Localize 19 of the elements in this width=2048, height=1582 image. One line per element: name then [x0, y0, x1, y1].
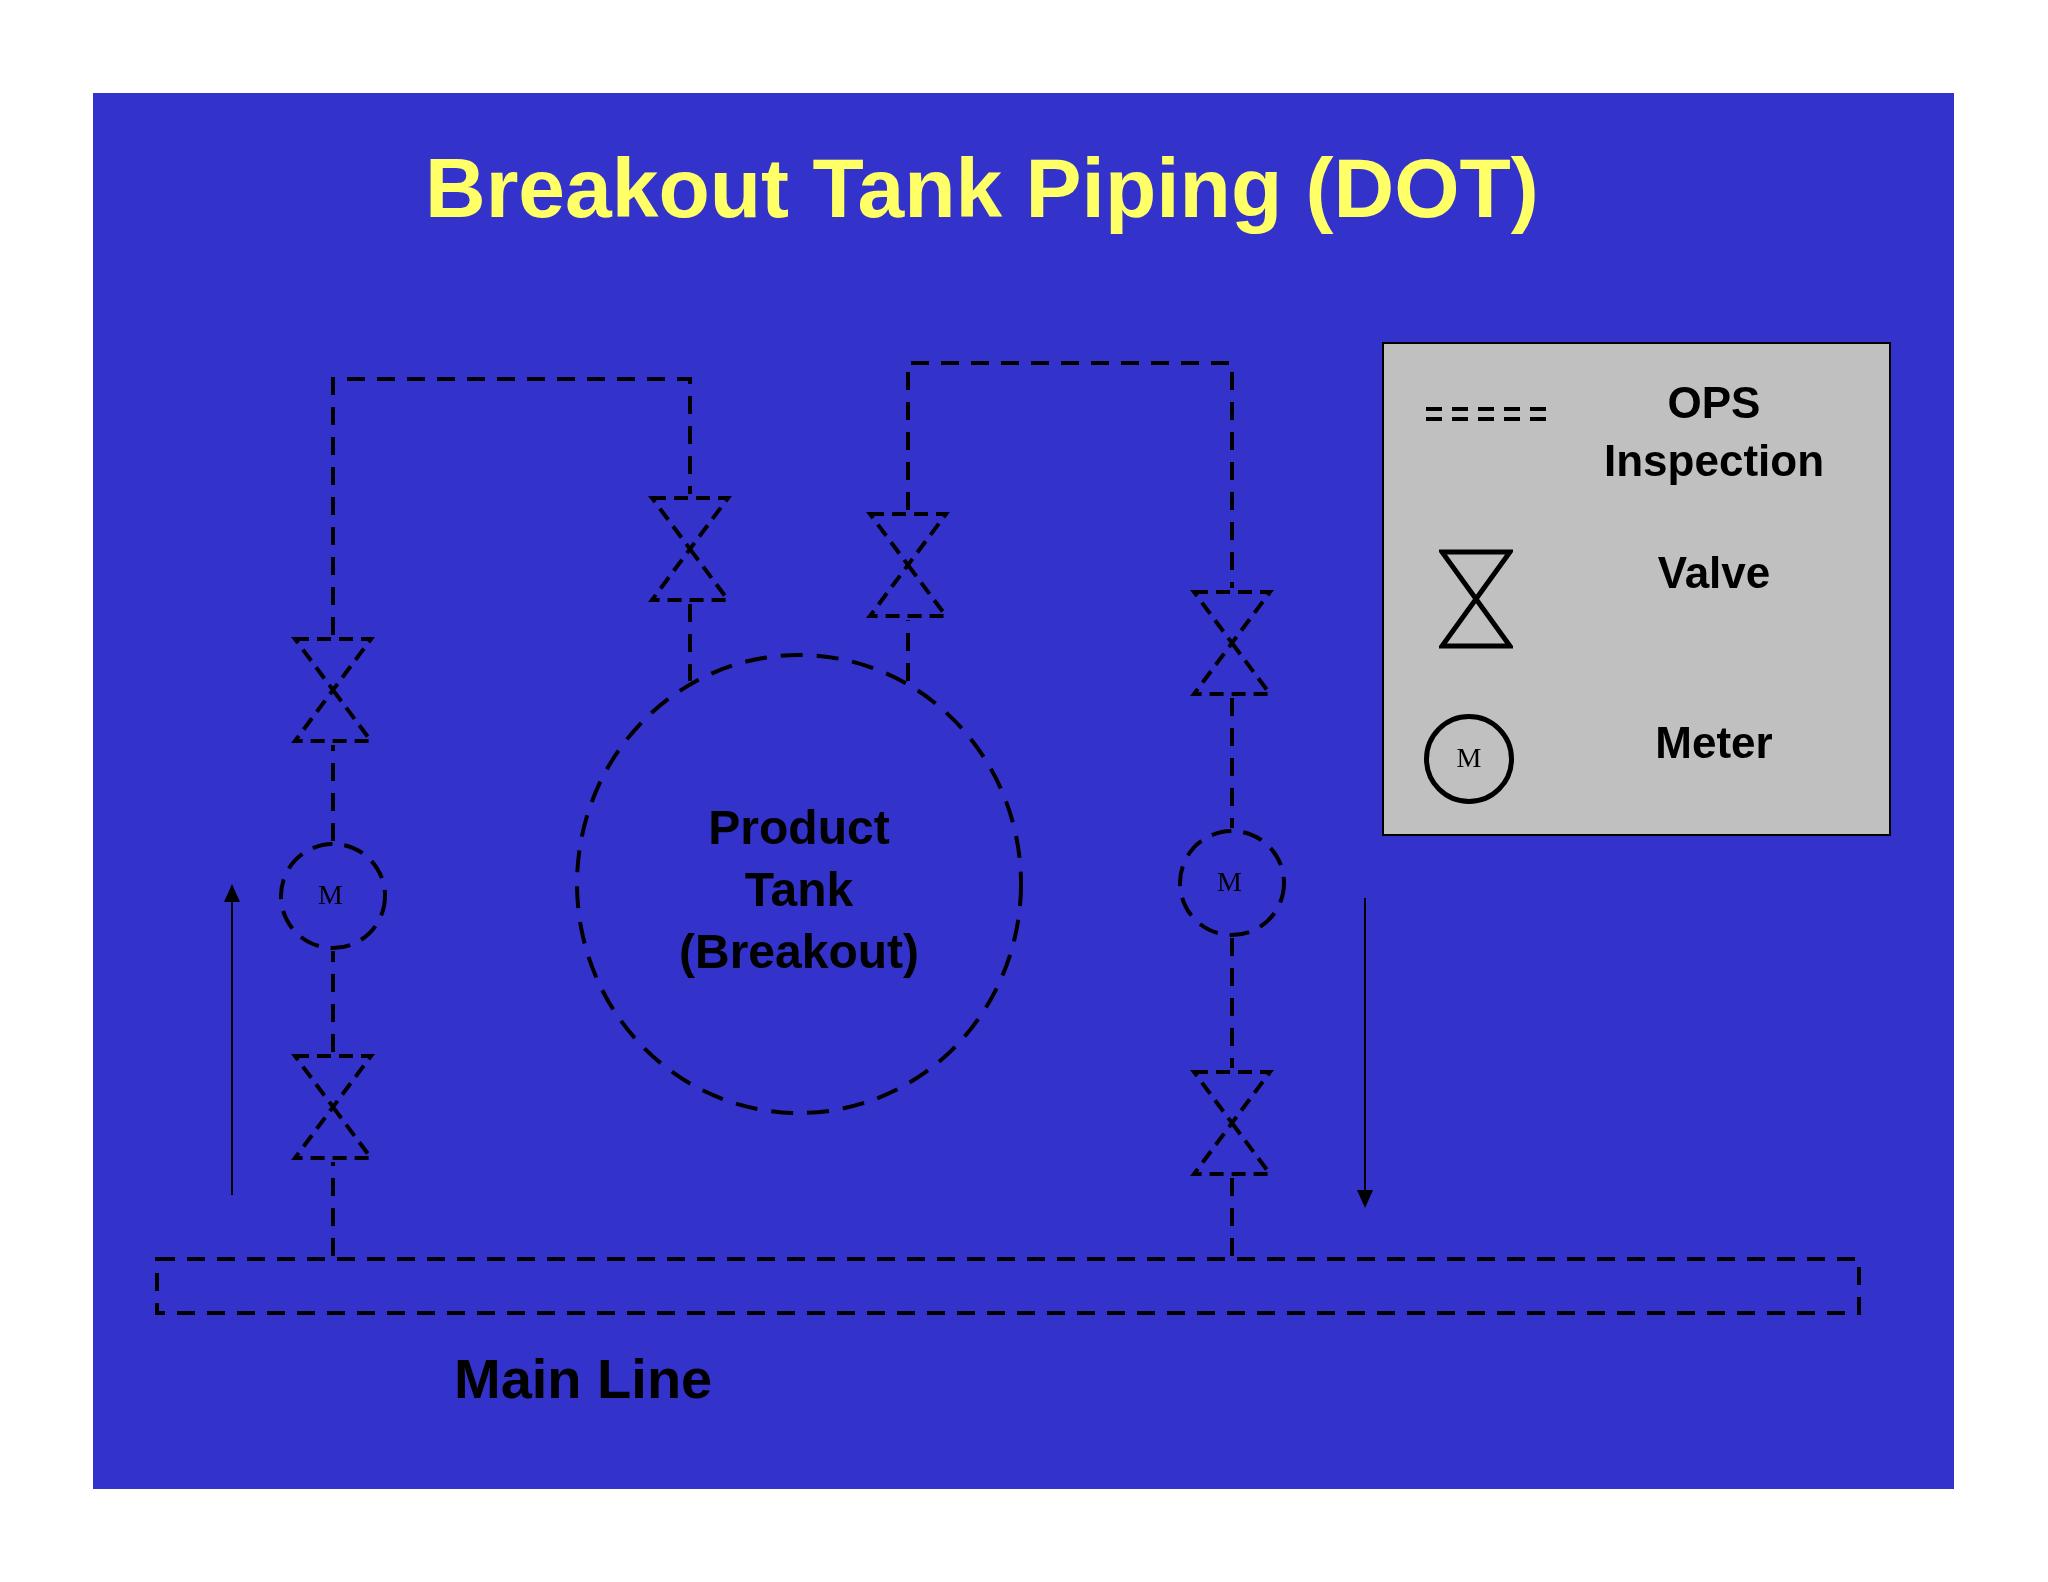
- pipe: [688, 604, 692, 682]
- meter-label: M: [318, 879, 343, 911]
- pipe: [331, 377, 692, 635]
- pipe: [1230, 938, 1234, 1068]
- pipe: [331, 951, 335, 1052]
- legend-label: Meter: [1654, 717, 1774, 769]
- slide-title: Breakout Tank Piping (DOT): [425, 140, 1539, 237]
- tank-label: Product Tank (Breakout): [678, 800, 920, 980]
- pipe: [331, 745, 335, 841]
- pipe: [906, 361, 1234, 588]
- pipe: [1230, 698, 1234, 828]
- meter-label: M: [1217, 866, 1242, 898]
- pipe: [1230, 1178, 1234, 1256]
- pipe: [906, 620, 910, 682]
- meter-icon: M: [1424, 714, 1514, 804]
- pipe-label: Main Line: [454, 1346, 713, 1411]
- legend-label: Valve: [1656, 547, 1772, 599]
- pipe: [331, 1162, 335, 1256]
- legend-label: OPS Inspection: [1603, 377, 1825, 487]
